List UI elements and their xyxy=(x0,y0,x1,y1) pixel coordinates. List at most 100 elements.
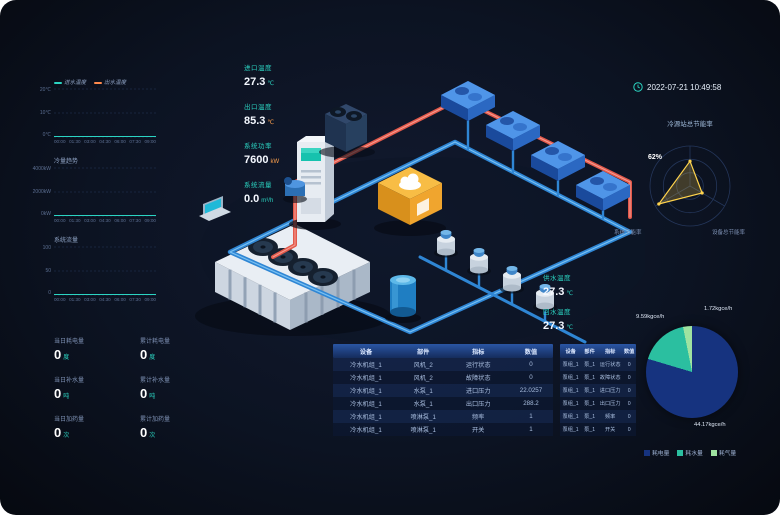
pie-slice-label-water: 9.59kgce/h xyxy=(636,314,665,320)
col-header: 指标 xyxy=(604,348,616,355)
tick-label: 03:00 xyxy=(84,297,96,302)
col-header: 设备 xyxy=(359,348,373,356)
col-header: 指标 xyxy=(472,348,485,356)
legend-item: 耗电量 xyxy=(644,448,669,457)
pie-chart[interactable] xyxy=(646,326,738,418)
tick-label: 100 xyxy=(42,245,51,251)
tick-label: 04:30 xyxy=(99,218,111,223)
tick-label: 0 xyxy=(48,290,51,296)
cloud-platform-cube[interactable] xyxy=(374,167,446,236)
table-header: 设备 部件 指标 数值 xyxy=(333,344,553,358)
table-cell: 泵组_1 xyxy=(562,388,579,394)
energy-saving-radar-panel: 冷源站总节能率 62% 系统节能率 设备总节能率 xyxy=(612,118,768,242)
table-cell: 288.2 xyxy=(523,400,539,407)
table-cell: 频率 xyxy=(604,414,616,420)
radar-chart[interactable] xyxy=(612,130,768,242)
legend-label-outlet: 出水温度 xyxy=(104,80,127,86)
clock-icon xyxy=(633,82,643,92)
table-header: 设备 部件 指标 数值 xyxy=(560,344,636,358)
tick-label: 06:00 xyxy=(114,218,126,223)
tick-label: 00:00 xyxy=(54,297,66,302)
laptop[interactable] xyxy=(199,196,231,221)
plant-isometric-diagram xyxy=(195,81,645,347)
table-cell: 泵_1 xyxy=(584,401,596,407)
table-cell: 开关 xyxy=(472,427,485,434)
control-cabinet[interactable] xyxy=(289,136,341,230)
cooling-water-pipes xyxy=(271,97,632,259)
series-swatch-inlet xyxy=(54,81,62,84)
tick-label: 04:30 xyxy=(99,139,111,144)
tick-label: 09:00 xyxy=(144,297,156,302)
legend-swatch xyxy=(644,450,650,456)
timestamp-text: 2022-07-21 10:49:58 xyxy=(647,82,722,92)
table-cell: 0 xyxy=(627,413,631,420)
table-cell: 进口压力 xyxy=(465,388,491,395)
table-cell: 冷水机组_1 xyxy=(350,375,382,382)
table-cell: 1 xyxy=(529,413,533,420)
table-row: 冷水机组_1 水泵_1 进口压力 22.0257 xyxy=(333,384,553,397)
legend-label-inlet: 进水温度 xyxy=(64,80,87,86)
metric-supply-temperature: 供水温度 27.3℃ xyxy=(543,275,574,298)
chart-title: 冷量趋势 xyxy=(54,159,79,165)
table-cell: 泵_1 xyxy=(584,375,596,381)
closed-cooling-tower-unit[interactable] xyxy=(319,104,375,158)
table-cell: 冷水机组_1 xyxy=(350,362,382,369)
tick-label: 07:30 xyxy=(129,139,141,144)
primary-pump[interactable] xyxy=(283,177,307,203)
legend-swatch xyxy=(677,450,684,456)
tick-label: 10℃ xyxy=(39,109,51,116)
tick-label: 00:00 xyxy=(54,139,66,144)
table-cell: 冷水机组_1 xyxy=(350,414,382,421)
line-chart-plot xyxy=(54,167,156,217)
table-cell: 喷淋泵_1 xyxy=(410,427,436,434)
tick-label: 0℃ xyxy=(42,132,51,138)
series-swatch-outlet xyxy=(94,81,103,84)
table-cell: 运行状态 xyxy=(599,362,621,368)
line-chart-plot xyxy=(54,246,156,296)
tick-label: 09:00 xyxy=(144,218,156,223)
col-header: 设备 xyxy=(565,348,576,355)
legend-item: 耗气量 xyxy=(710,448,736,457)
table-cell: 水泵_1 xyxy=(413,388,433,395)
chart-legend[interactable]: 进水温度 出水温度 xyxy=(54,78,162,86)
table-cell: 水泵_1 xyxy=(413,401,433,408)
table-cell: 冷水机组_1 xyxy=(350,388,382,395)
table-cell: 频率 xyxy=(472,414,485,421)
water-tank[interactable] xyxy=(385,275,421,323)
table-cell: 故障状态 xyxy=(465,375,491,382)
metric-return-temperature: 回水温度 27.3℃ xyxy=(543,309,574,332)
table-cell: 22.0257 xyxy=(519,387,543,394)
cube-door xyxy=(417,198,429,216)
table-cell: 0 xyxy=(627,400,631,407)
col-header: 数值 xyxy=(524,348,538,356)
table-cell: 泵_1 xyxy=(584,362,596,368)
col-header: 数值 xyxy=(623,348,635,355)
tick-label: 01:30 xyxy=(69,297,81,302)
table-cell: 0 xyxy=(529,374,533,381)
laptop-screen xyxy=(205,198,221,215)
table-cell: 风机_2 xyxy=(413,375,433,382)
chiller-1[interactable] xyxy=(441,81,495,121)
table-cell: 泵_1 xyxy=(584,414,596,420)
tick-label: 06:00 xyxy=(114,139,126,144)
legend-item: 耗水量 xyxy=(677,448,703,457)
tick-label: 01:30 xyxy=(69,139,81,144)
table-cell: 0 xyxy=(627,374,631,381)
